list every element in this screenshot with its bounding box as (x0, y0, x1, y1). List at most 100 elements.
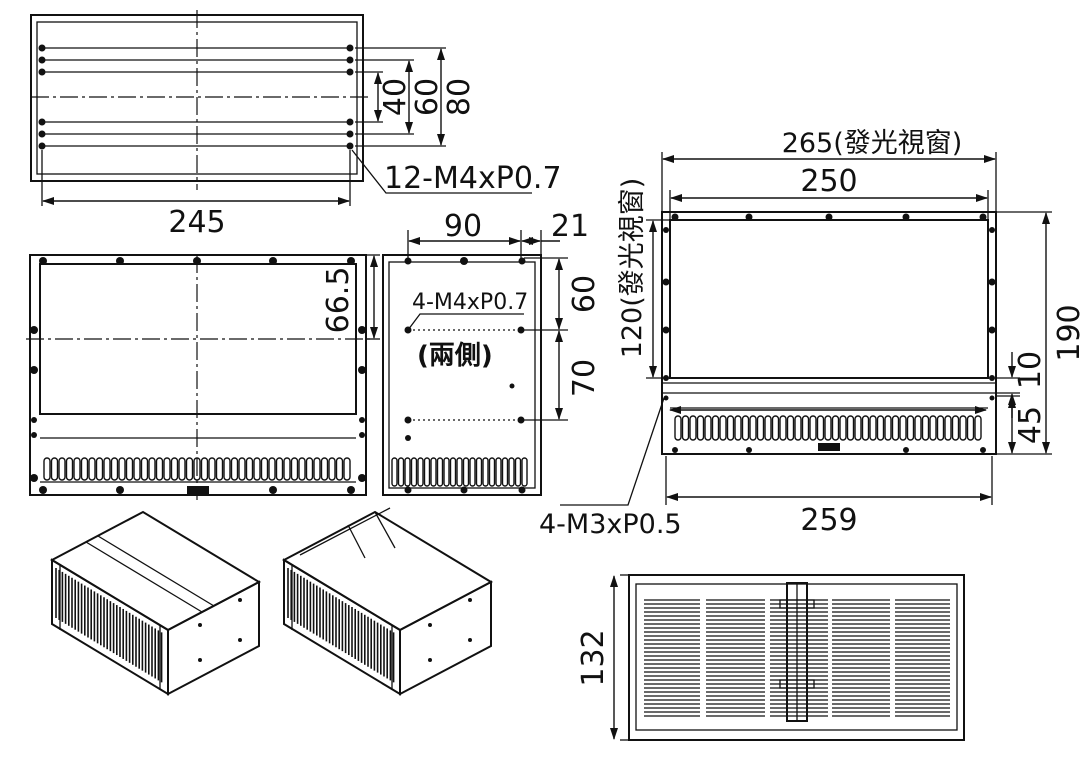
vent-slot (944, 415, 952, 441)
display-view-vent-slots (674, 415, 982, 441)
bottom-view: 132 (576, 574, 965, 741)
dim-label-80: 80 (442, 78, 477, 116)
dim-label-120: 120(發光視窗) (617, 178, 648, 359)
vent-slot (966, 415, 975, 441)
dim-label-132: 132 (576, 629, 611, 686)
vent-slot (95, 457, 104, 481)
leader-4-m3 (560, 397, 665, 506)
vent-slot (786, 415, 795, 441)
vent-slot (741, 415, 750, 441)
vent-slot (103, 457, 111, 481)
vent-slot (155, 457, 164, 481)
vent-slot (260, 457, 269, 481)
vent-slot (462, 457, 470, 487)
vent-slot (110, 457, 119, 481)
side-view-holes (404, 257, 526, 494)
top-view-mounting-holes (38, 44, 354, 150)
leader-12-m4 (351, 149, 532, 194)
vent-slot (423, 457, 431, 487)
hole-note-4-m4: 4-M4xP0.7 (412, 290, 528, 315)
vent-slot (929, 415, 937, 441)
isometric-left-heatsink-fins (55, 568, 163, 683)
vent-slot (906, 415, 915, 441)
front-view-vent-slots (43, 457, 351, 481)
vent-slot (200, 457, 209, 481)
dim-label-66-5: 66.5 (321, 267, 356, 334)
vent-slot (125, 457, 134, 481)
vent-slot (80, 457, 89, 481)
vent-slot (936, 415, 945, 441)
vent-slot (674, 415, 682, 441)
vent-slot (794, 415, 802, 441)
dim-label-265: 265(發光視窗) (782, 128, 963, 159)
vent-slot (734, 415, 742, 441)
dim-label-259: 259 (800, 503, 857, 538)
vent-slot (475, 457, 483, 487)
dim-label-60: 60 (410, 78, 445, 116)
vent-slot (508, 457, 515, 487)
vent-slot (514, 457, 522, 487)
dim-label-45: 45 (1013, 406, 1048, 444)
top-view: 245 40 60 80 12-M4xP0.7 (30, 10, 562, 240)
vent-slot (404, 457, 411, 487)
vent-slot (43, 457, 51, 481)
vent-slot (704, 415, 712, 441)
vent-slot (443, 457, 450, 487)
vent-slot (456, 457, 463, 487)
vent-slot (88, 457, 96, 481)
vent-slot (268, 457, 276, 481)
vent-slot (185, 457, 194, 481)
vent-slot (861, 415, 870, 441)
vent-slot (305, 457, 314, 481)
vent-slot (824, 415, 832, 441)
vent-slot (391, 457, 398, 487)
vent-slot (58, 457, 66, 481)
vent-slot (488, 457, 496, 487)
vent-slot (73, 457, 81, 481)
bottom-view-heatsink-fins (644, 599, 950, 717)
vent-slot (711, 415, 720, 441)
vent-slot (891, 415, 900, 441)
vent-slot (410, 457, 418, 487)
vent-slot (148, 457, 156, 481)
bottom-view-outline (628, 574, 965, 741)
vent-slot (501, 457, 509, 487)
dim-label-90: 90 (444, 209, 482, 244)
vent-slot (238, 457, 246, 481)
vent-slot (163, 457, 171, 481)
vent-slot (876, 415, 885, 441)
dim-label-21: 21 (551, 209, 589, 244)
vent-slot (974, 415, 982, 441)
vent-slot (764, 415, 772, 441)
isometric-view-right (281, 507, 494, 696)
dim-label-245: 245 (168, 205, 225, 240)
vent-slot (140, 457, 149, 481)
vent-slot (320, 457, 329, 481)
vent-slot (482, 457, 489, 487)
vent-slot (275, 457, 284, 481)
vent-slot (193, 457, 201, 481)
vent-slot (951, 415, 960, 441)
vent-slot (417, 457, 424, 487)
vent-slot (335, 457, 344, 481)
vent-slot (283, 457, 291, 481)
vent-slot (208, 457, 216, 481)
vent-slot (298, 457, 306, 481)
vent-slot (430, 457, 437, 487)
vent-slot (328, 457, 336, 481)
vent-slot (495, 457, 502, 487)
leader-4-m4 (407, 313, 524, 331)
vent-slot (839, 415, 847, 441)
both-sides-note: (兩側) (417, 341, 493, 371)
vent-slot (719, 415, 727, 441)
display-view-connector (818, 443, 840, 451)
vent-slot (343, 457, 351, 481)
vent-slot (846, 415, 855, 441)
vent-slot (696, 415, 705, 441)
vent-slot (816, 415, 825, 441)
vent-slot (809, 415, 817, 441)
side-view-vent-slots (391, 457, 528, 487)
vent-slot (689, 415, 697, 441)
vent-slot (118, 457, 126, 481)
display-view-light-window (669, 219, 989, 379)
